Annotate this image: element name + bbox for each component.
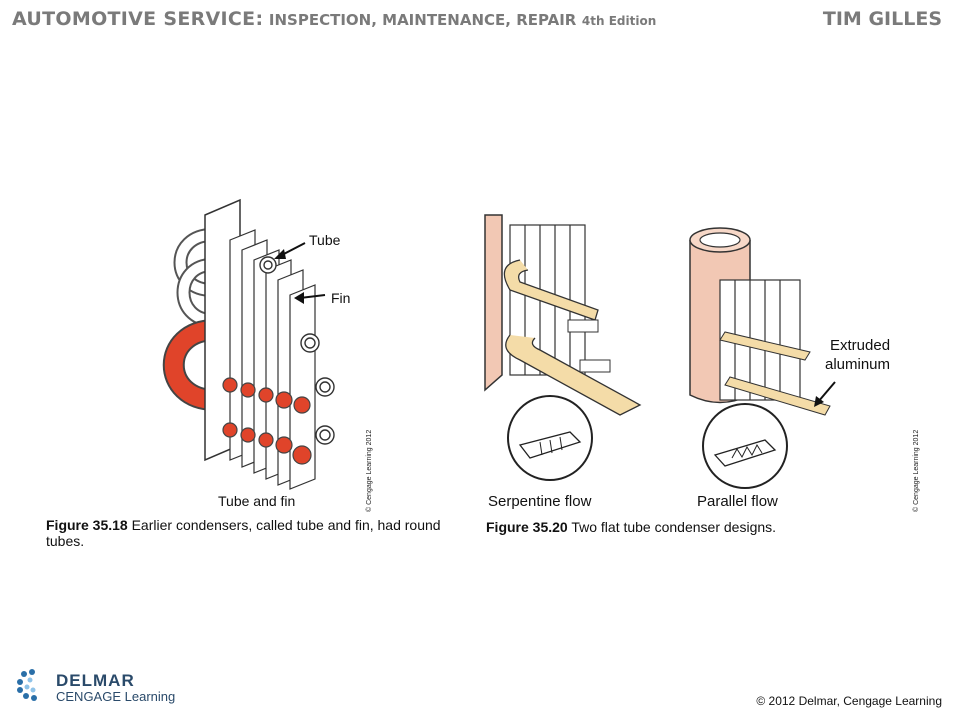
caption-figure-35-18: Figure 35.18 Earlier condensers, called … — [46, 517, 446, 549]
book-author: TIM GILLES — [822, 8, 942, 30]
label-tube: Tube — [309, 232, 341, 248]
caption-figure-35-18-text: Earlier condensers, called tube and fin,… — [46, 517, 441, 549]
copyright-vertical-1: © Cengage Learning 2012 — [366, 429, 373, 512]
flat-tube-condenser-illustration — [484, 214, 836, 489]
book-title-sub: INSPECTION, MAINTENANCE, REPAIR — [268, 11, 577, 29]
label-tube-and-fin: Tube and fin — [218, 493, 296, 509]
book-title-main: AUTOMOTIVE SERVICE: — [12, 8, 264, 30]
label-aluminum: aluminum — [825, 356, 891, 373]
copyright-vertical-2: © Cengage Learning 2012 — [913, 429, 920, 512]
book-edition: 4th Edition — [581, 14, 657, 28]
delmar-logo-icon — [17, 669, 37, 701]
caption-figure-35-20-text: Two flat tube condenser designs. — [571, 519, 777, 535]
caption-figure-35-18-number: Figure 35.18 — [46, 517, 128, 533]
label-serpentine-flow: Serpentine flow — [488, 493, 592, 510]
tube-and-fin-illustration — [162, 198, 335, 490]
caption-figure-35-20: Figure 35.20 Two flat tube condenser des… — [486, 519, 926, 535]
footer-copyright: © 2012 Delmar, Cengage Learning — [756, 694, 942, 708]
label-parallel-flow: Parallel flow — [697, 493, 778, 510]
book-title: AUTOMOTIVE SERVICE: INSPECTION, MAINTENA… — [12, 8, 656, 30]
caption-figure-35-20-number: Figure 35.20 — [486, 519, 568, 535]
logo-subtitle: CENGAGE Learning — [56, 689, 176, 704]
label-fin: Fin — [331, 290, 351, 306]
label-extruded: Extruded — [830, 337, 891, 354]
logo-name: DELMAR — [56, 671, 135, 690]
